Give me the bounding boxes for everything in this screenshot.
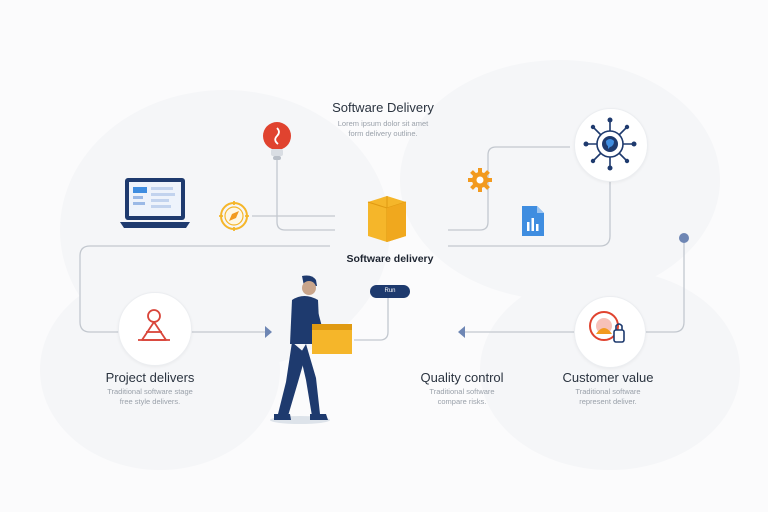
box-icon [367,196,407,242]
gear-icon [468,168,492,192]
warning-icon [138,309,170,341]
background-blob [400,60,720,300]
center-label: Software delivery [346,253,434,265]
network-hub-icon [583,117,637,171]
customer-icon [589,311,625,343]
compass-icon [219,201,249,231]
warning-ring [118,292,192,366]
customer-ring [574,296,646,368]
node-title-project: Project delivers [105,370,195,385]
header-subtitle-line-1: Lorem ipsum dolor sit amet [337,119,429,128]
document-icon [522,206,544,236]
node-title-customer: Customer value [562,370,654,385]
delivery-person-icon [270,275,352,424]
node-sub-quality-1: Traditional software [429,387,495,396]
node-sub-customer-2: represent deliver. [579,397,637,406]
run-pill-button[interactable]: Run [370,285,410,298]
node-sub-quality-2: compare risks. [437,397,487,406]
node-sub-project-1: Traditional software stage [107,387,193,396]
laptop-icon [120,178,190,228]
header-title: Software Delivery [332,100,434,115]
node-sub-customer-1: Traditional software [575,387,641,396]
header-subtitle-line-2: form delivery outline. [348,129,418,138]
lightbulb-icon [263,122,291,160]
node-title-quality: Quality control [420,370,504,385]
node-sub-project-2: free style delivers. [119,397,181,406]
